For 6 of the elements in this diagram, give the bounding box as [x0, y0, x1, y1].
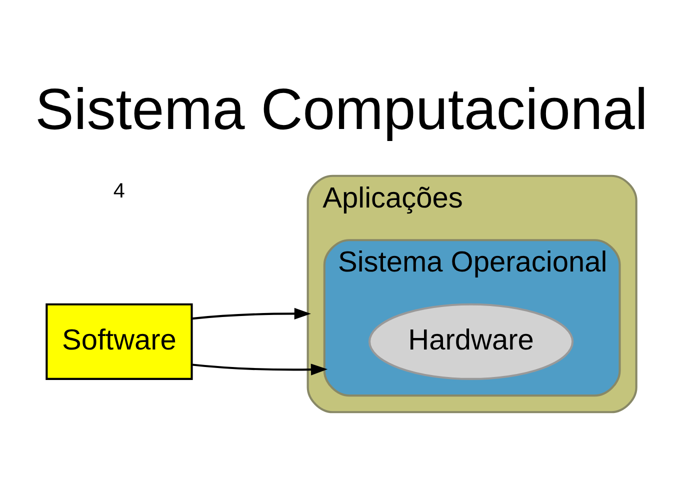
node-box: Software — [46, 303, 193, 380]
arrow — [192, 308, 311, 320]
arrow — [192, 364, 328, 376]
diagram-title: Sistema Computacional — [35, 77, 648, 142]
node-ellipse: Hardware — [368, 303, 574, 380]
label: 4 — [113, 180, 125, 203]
